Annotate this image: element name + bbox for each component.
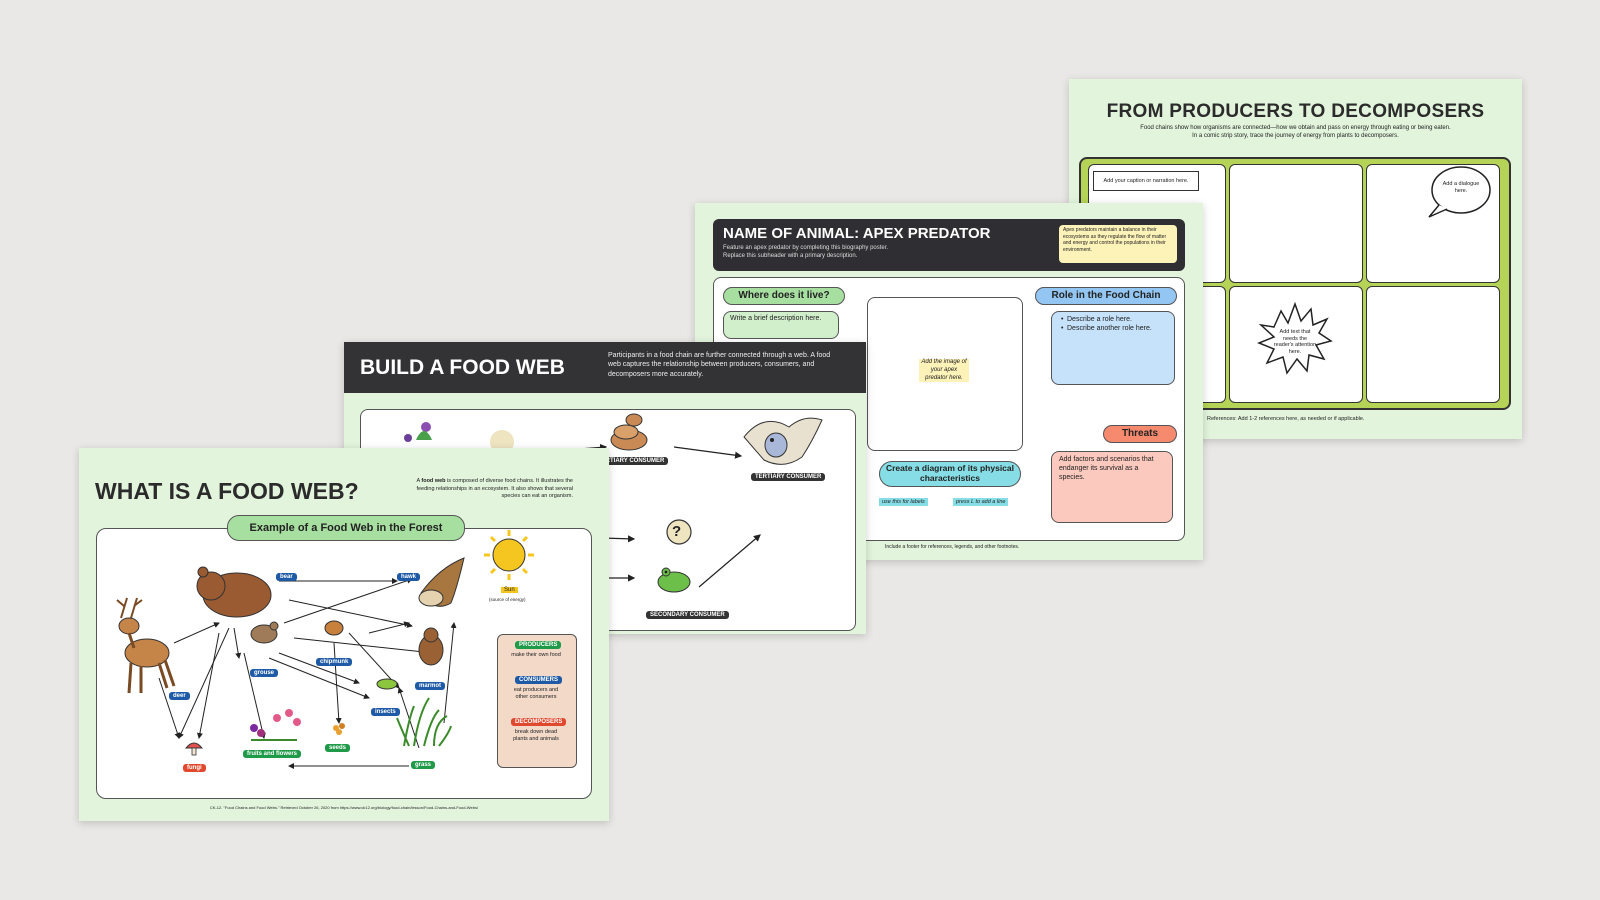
- threats-label: Threats: [1103, 425, 1177, 443]
- where-does-it-live-label: Where does it live?: [723, 287, 845, 305]
- marmot-illustration: [418, 627, 444, 666]
- label-deer: deer: [169, 692, 190, 700]
- hint-labels[interactable]: use this for labels: [879, 498, 928, 506]
- legend-consumers: CONSUMERS: [515, 676, 563, 684]
- build-description: Participants in a food chain are further…: [608, 352, 831, 378]
- bear-illustration: [196, 566, 272, 618]
- insects-illustration: [376, 678, 398, 690]
- tertiary-consumer-label-1: TERTIARY CONSUMER: [594, 457, 669, 465]
- secondary-consumer-label: SECONDARY CONSUMER: [646, 611, 729, 619]
- legend-producers-text: make their own food: [511, 652, 561, 658]
- label-seeds: seeds: [325, 744, 351, 752]
- role-item-2: Describe another role here.: [1067, 325, 1152, 332]
- fungi-illustration: [184, 742, 204, 756]
- label-hawk: hawk: [397, 573, 421, 581]
- hint-line[interactable]: press L to add a line: [953, 498, 1009, 506]
- label-sun: Sun: [501, 587, 518, 593]
- apex-subtitle-1: Feature an apex predator by completing t…: [723, 245, 889, 251]
- where-description-box[interactable]: Write a brief description here.: [723, 311, 839, 339]
- comic-panel-6[interactable]: [1366, 286, 1500, 403]
- question-circle: [666, 519, 692, 545]
- role-item-1: Describe a role here.: [1067, 316, 1132, 323]
- sun-illustration: [484, 530, 534, 580]
- owl-illustration: [743, 417, 823, 465]
- label-sun-sub: (source of energy): [489, 597, 526, 602]
- role-box[interactable]: [1051, 311, 1175, 385]
- threats-box[interactable]: Add factors and scenarios that endanger …: [1051, 451, 1173, 523]
- label-fungi: fungi: [183, 764, 206, 772]
- label-insects: insects: [371, 708, 400, 716]
- legend-consumers-text: eat producers and other consumers: [513, 687, 559, 701]
- caption-box[interactable]: Add your caption or narration here.: [1093, 171, 1199, 191]
- foodweb-diagram: [116, 530, 534, 769]
- apex-subtitle-2: Replace this subheader with a primary de…: [723, 253, 858, 259]
- label-grass: grass: [411, 761, 436, 769]
- role-bullet-1: •: [1061, 316, 1064, 323]
- role-in-food-chain-label: Role in the Food Chain: [1035, 287, 1177, 305]
- label-grouse: grouse: [250, 669, 279, 677]
- label-chipmunk: chipmunk: [316, 658, 353, 666]
- grass-illustration: [396, 697, 452, 747]
- speech-bubble-text[interactable]: Add a dialogue here.: [1442, 181, 1480, 194]
- apex-note[interactable]: Apex predators maintain a balance in the…: [1059, 225, 1177, 263]
- apex-footer: Include a footer for references, legends…: [885, 544, 1020, 550]
- slide4-subtitle-1: Food chains show how organisms are conne…: [1140, 125, 1451, 131]
- legend-decomposers-text: break down dead plants and animals: [513, 729, 559, 743]
- foodweb-description: A food web is composed of diverse food c…: [416, 478, 573, 500]
- speech-bubble-shape: [1256, 166, 1491, 375]
- label-fruits-flowers: fruits and flowers: [243, 750, 302, 758]
- build-title: BUILD A FOOD WEB: [360, 356, 565, 379]
- grouse-illustration: [250, 621, 279, 644]
- tertiary-consumer-label-2: TERTIARY CONSUMER: [751, 473, 826, 481]
- role-bullet-2: •: [1061, 325, 1064, 332]
- frog-illustration: [657, 567, 691, 593]
- burst-text[interactable]: Add text that needs the reader's attenti…: [1273, 329, 1317, 355]
- hawk-illustration: [418, 557, 465, 607]
- plant-illustration: [404, 422, 432, 442]
- fruits-flowers-illustration: [250, 709, 301, 741]
- build-header-bar: [344, 342, 866, 393]
- seeds-illustration: [333, 723, 345, 735]
- slide4-subtitle-2: In a comic strip story, trace the journe…: [1192, 133, 1399, 139]
- comic-panel-2[interactable]: [1229, 164, 1363, 283]
- foodweb-legend: [497, 634, 577, 768]
- apex-image-hint: Add the image of your apex predator here…: [919, 359, 969, 383]
- label-marmot: marmot: [415, 682, 446, 690]
- legend-producers: PRODUCERS: [515, 641, 562, 649]
- apex-title: NAME OF ANIMAL: APEX PREDATOR: [723, 225, 991, 242]
- foodweb-citation: CK-12. "Food Chains and Food Webs." Retr…: [209, 805, 479, 810]
- slide4-references: References: Add 1-2 references here, as …: [1207, 416, 1365, 422]
- label-bear: bear: [276, 573, 297, 581]
- example-title-pill: Example of a Food Web in the Forest: [227, 515, 465, 541]
- slide-what-is-food-web[interactable]: WHAT IS A FOOD WEB? A food web is compos…: [79, 448, 609, 821]
- deer-illustration: [116, 597, 176, 694]
- legend-decomposers: DECOMPOSERS: [511, 718, 567, 726]
- foodweb-title: WHAT IS A FOOD WEB?: [95, 478, 359, 504]
- burst-shape: [1256, 301, 1333, 375]
- slide4-title: FROM PRODUCERS TO DECOMPOSERS: [1106, 101, 1485, 122]
- diagram-label: Create a diagram of its physical charact…: [879, 461, 1021, 487]
- chipmunk-illustration: [324, 620, 344, 636]
- question-mark: ?: [672, 523, 682, 540]
- snake-illustration: [610, 413, 648, 451]
